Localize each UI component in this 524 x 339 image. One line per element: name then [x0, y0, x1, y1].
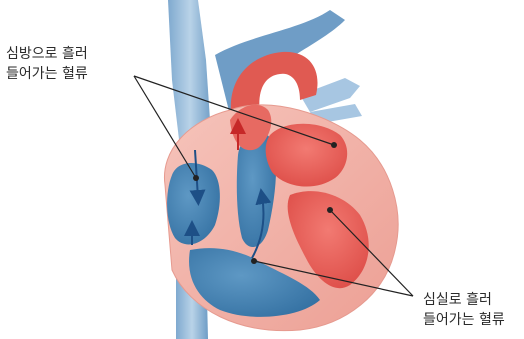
leader-dot-right-atrium: [193, 175, 199, 181]
leader-dot-left-atrium: [331, 142, 337, 148]
label-br-line2: 들어가는 혈류: [423, 310, 505, 330]
leader-dot-right-ventricle: [251, 258, 257, 264]
label-tl-line2: 들어가는 혈류: [6, 64, 88, 84]
label-tl-line1: 심방으로 흘러: [6, 44, 88, 64]
label-blood-into-ventricles: 심실로 흘러 들어가는 혈류: [423, 290, 505, 330]
label-br-line1: 심실로 흘러: [423, 290, 505, 310]
label-blood-into-atria: 심방으로 흘러 들어가는 혈류: [6, 44, 88, 84]
left-atrium: [266, 124, 348, 187]
leader-dot-left-ventricle: [327, 207, 333, 213]
